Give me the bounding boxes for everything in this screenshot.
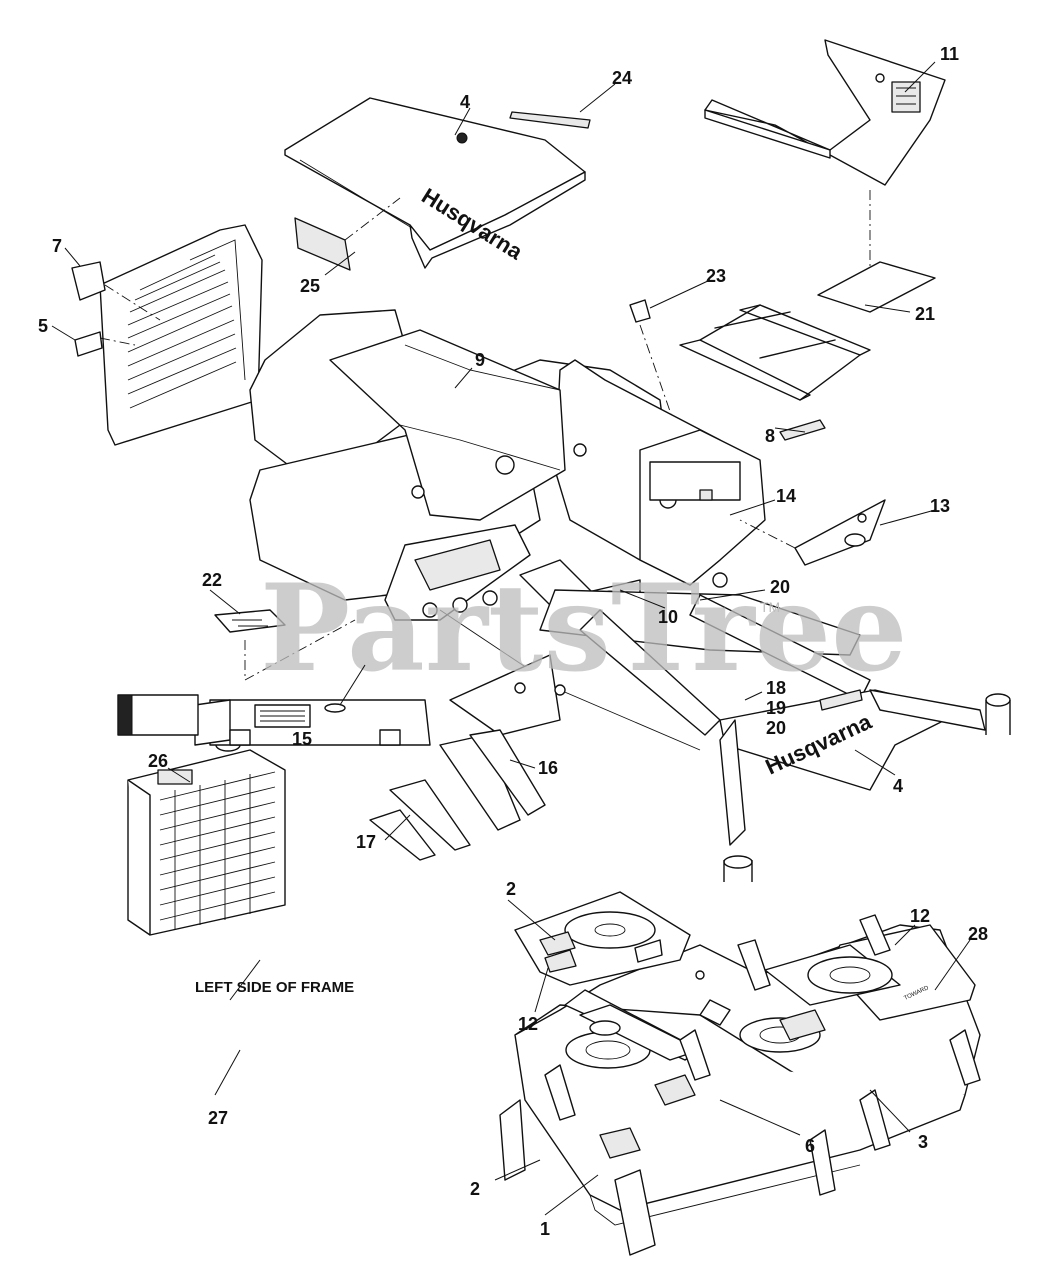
callout-3: 3 — [918, 1132, 928, 1152]
radiator-part[interactable] — [127, 738, 286, 936]
side-plate-16-part[interactable] — [439, 729, 546, 831]
callout-26: 26 — [148, 751, 168, 771]
callout-24: 24 — [612, 68, 632, 88]
left-frame-inset[interactable] — [117, 694, 431, 746]
seat-pan-part[interactable] — [704, 39, 946, 270]
callout-17: 17 — [356, 832, 376, 852]
left-side-of-frame-caption: LEFT SIDE OF FRAME — [195, 979, 354, 996]
callout-20-upper: 20 — [770, 577, 790, 597]
callout-27: 27 — [208, 1108, 228, 1128]
callout-4-footrest: 4 — [893, 776, 903, 796]
decal-5-part[interactable] — [74, 331, 136, 357]
watermark-trademark: TM — [760, 599, 780, 615]
decal-13-part[interactable] — [739, 499, 886, 566]
callout-labels: 1 2 2 12 3 4 4 5 6 7 8 9 10 11 12 13 14 … — [38, 44, 988, 1239]
footrest-part[interactable]: Husqvarna — [719, 689, 1011, 882]
callout-28: 28 — [968, 924, 988, 944]
main-frame-part[interactable] — [249, 309, 871, 751]
callout-12-left: 12 — [518, 1014, 538, 1034]
leader-lines — [51, 61, 971, 1216]
callout-23: 23 — [706, 266, 726, 286]
callout-18: 18 — [766, 678, 786, 698]
callout-5: 5 — [38, 316, 48, 336]
callout-13: 13 — [930, 496, 950, 516]
callout-21: 21 — [915, 304, 935, 324]
watermark-text: PartsTree — [260, 558, 907, 699]
callout-9: 9 — [475, 350, 485, 370]
partstree-watermark: PartsTree TM — [260, 558, 907, 699]
callout-16: 16 — [538, 758, 558, 778]
callout-10: 10 — [658, 607, 678, 627]
callout-4-hood: 4 — [460, 92, 470, 112]
decal-21-part[interactable] — [817, 261, 936, 313]
callout-14: 14 — [776, 486, 796, 506]
grille-panel-part[interactable] — [99, 224, 263, 446]
callout-2-top: 2 — [506, 879, 516, 899]
seat-bracket-part[interactable] — [679, 304, 871, 441]
decal-22-part[interactable] — [214, 609, 356, 681]
callout-22: 22 — [202, 570, 222, 590]
callout-19: 19 — [766, 698, 786, 718]
decal-strip-part[interactable] — [509, 111, 591, 129]
callout-25: 25 — [300, 276, 320, 296]
callout-1: 1 — [540, 1219, 550, 1239]
callout-7: 7 — [52, 236, 62, 256]
callout-20-lower: 20 — [766, 718, 786, 738]
hood-part[interactable]: Husqvarna — [284, 97, 586, 269]
callout-12-right: 12 — [910, 906, 930, 926]
callout-2-bottom: 2 — [470, 1179, 480, 1199]
decal-25-part[interactable] — [294, 197, 401, 271]
belt-cover-plate-part[interactable] — [514, 891, 691, 986]
callout-6: 6 — [805, 1136, 815, 1156]
decal-7-part[interactable] — [71, 261, 161, 321]
side-plate-17-part[interactable] — [369, 779, 471, 861]
mower-deck-part[interactable]: TOWARD — [499, 914, 981, 1256]
callout-11: 11 — [940, 44, 959, 64]
callout-15: 15 — [292, 729, 312, 749]
callout-8: 8 — [765, 426, 775, 446]
